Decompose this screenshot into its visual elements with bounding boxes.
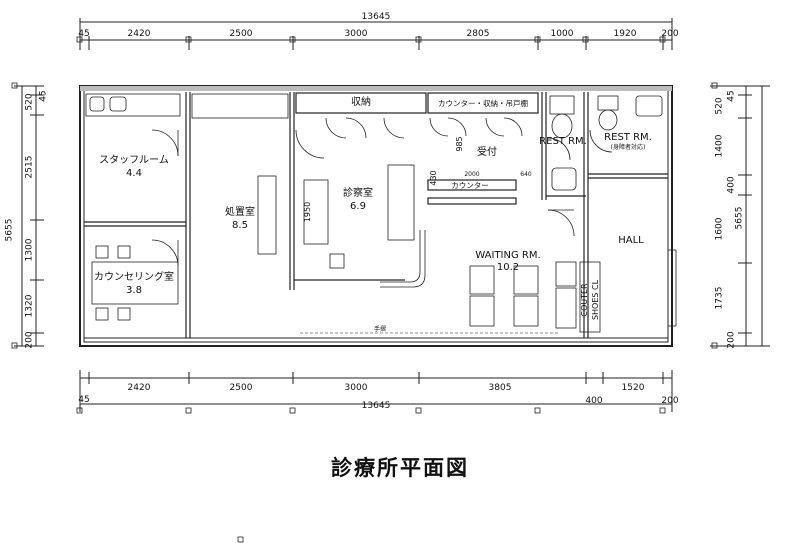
room-staff-area: 4.4 (126, 168, 142, 179)
axis-markers (11, 36, 718, 543)
room-waiting-area: 10.2 (496, 262, 520, 273)
dim-top-4: 2805 (466, 29, 490, 39)
dim-right-1: 520 (714, 97, 725, 115)
dim-total-top: 13645 (361, 12, 391, 22)
room-treatment-name: 処置室 (225, 207, 255, 218)
dim-top-7: 200 (661, 29, 679, 39)
label-handrail: 手摺 (373, 326, 387, 333)
dim-left-1: 45 (38, 90, 49, 102)
dim-left-2: 2515 (24, 155, 35, 179)
label-985: 985 (455, 136, 464, 152)
label-counter: カウンター (451, 181, 489, 190)
dim-left-total: 5655 (4, 218, 15, 242)
label-counter-storage: カウンター・収納・吊戸棚 (438, 99, 528, 108)
dim-top-6: 1920 (613, 29, 637, 39)
room-restroom2-name: REST RM. (604, 132, 652, 143)
dim-right-2: 1400 (714, 134, 725, 158)
dim-bottom-0: 2420 (127, 383, 151, 393)
room-staff-name: スタッフルーム (99, 155, 169, 166)
dim-bottom-4: 1520 (621, 383, 645, 393)
label-shoes-cl: SHOES CL (591, 279, 600, 321)
dim-top-0: 45 (78, 29, 90, 39)
dim-bottom-1: 2500 (229, 383, 253, 393)
dim-right-0: 45 (726, 90, 737, 102)
fixtures (85, 93, 677, 333)
room-restroom2-note: (身障者対応) (610, 144, 646, 151)
label-reception: 受付 (477, 147, 497, 158)
doors (151, 117, 613, 267)
dim-top-2: 2500 (229, 29, 253, 39)
dim-right-3: 400 (726, 176, 737, 194)
dim-right-total: 5655 (734, 206, 745, 230)
label-1950: 1950 (303, 201, 312, 223)
room-hall-name: HALL (618, 235, 644, 246)
dim-left-5: 200 (24, 331, 35, 349)
dim-bottom-2: 3000 (344, 383, 368, 393)
label-2000: 2000 (464, 171, 480, 178)
dim-bottom-small-2: 200 (661, 396, 679, 406)
room-counseling-name: カウンセリング室 (94, 272, 174, 283)
dim-left-3: 1300 (24, 238, 35, 262)
dim-line-top (79, 18, 673, 50)
room-exam-area: 6.9 (350, 201, 366, 212)
dim-right-4: 1600 (714, 217, 725, 241)
outer-walls (79, 85, 673, 347)
dim-bottom-small-0: 45 (78, 395, 90, 405)
interior-walls (84, 92, 668, 338)
room-waiting-name: WAITING RM. (475, 250, 541, 261)
label-couter: COUTER (580, 283, 589, 317)
dim-line-right (710, 85, 770, 347)
room-restroom1-name: REST RM. (539, 136, 587, 147)
dim-top-5: 1000 (550, 29, 574, 39)
dim-total-bottom: 13645 (361, 401, 391, 411)
dim-line-left (14, 85, 44, 347)
dim-right-5: 1735 (714, 286, 725, 310)
dim-line-bottom (79, 370, 673, 412)
room-exam-name: 診察室 (343, 188, 373, 199)
dim-right-6: 200 (726, 331, 737, 349)
dim-bottom-3: 3805 (488, 383, 512, 393)
dim-top-1: 2420 (127, 29, 151, 39)
label-640: 640 (520, 171, 532, 178)
dim-bottom-small-1: 400 (585, 396, 603, 406)
dim-left-4: 1320 (24, 294, 35, 318)
page-title: 診療所平面図 (331, 456, 469, 480)
dim-top-3: 3000 (344, 29, 368, 39)
room-counseling-area: 3.8 (126, 285, 142, 296)
label-430: 430 (429, 170, 438, 186)
label-storage: 収納 (351, 97, 371, 108)
room-treatment-area: 8.5 (232, 220, 248, 231)
dim-left-0: 520 (24, 93, 35, 111)
